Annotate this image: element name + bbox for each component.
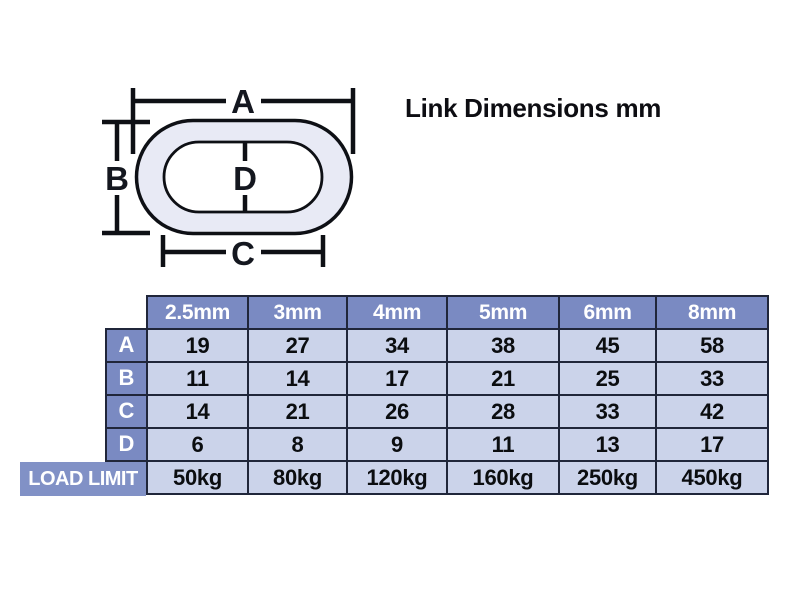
table-cell: 17 [657, 429, 767, 460]
table-cell: 19 [148, 330, 247, 361]
row-header-a: A [105, 328, 148, 363]
table-cell: 21 [249, 396, 346, 427]
table-cell: 11 [448, 429, 558, 460]
table-cell: 11 [148, 363, 247, 394]
dim-d-label: D [233, 160, 257, 197]
dim-a-label: A [231, 83, 255, 120]
table-cell: 45 [560, 330, 655, 361]
dim-b-label: B [105, 160, 129, 197]
row-header-d: D [105, 427, 148, 462]
chain-link-diagram: A B C D [102, 83, 356, 272]
table-cell: 34 [348, 330, 446, 361]
table-cell: 21 [448, 363, 558, 394]
table-cell: 26 [348, 396, 446, 427]
table-cell: 33 [657, 363, 767, 394]
table-cell: 38 [448, 330, 558, 361]
table-cell: 13 [560, 429, 655, 460]
table-cell: 160kg [448, 462, 558, 493]
column-header: 3mm [249, 297, 346, 328]
table-cell: 58 [657, 330, 767, 361]
table-cell: 14 [148, 396, 247, 427]
table-cell: 250kg [560, 462, 655, 493]
row-header-b: B [105, 361, 148, 396]
table-cell: 80kg [249, 462, 346, 493]
table-cell: 27 [249, 330, 346, 361]
table-cell: 450kg [657, 462, 767, 493]
table-cell: 14 [249, 363, 346, 394]
column-header: 2.5mm [148, 297, 247, 328]
table-cell: 25 [560, 363, 655, 394]
dim-c-label: C [231, 235, 255, 272]
table-cell: 42 [657, 396, 767, 427]
column-header: 8mm [657, 297, 767, 328]
table-cell: 9 [348, 429, 446, 460]
dimension-c: C [160, 235, 326, 272]
table-cell: 28 [448, 396, 558, 427]
dimension-b: B [102, 119, 150, 236]
page-title: Link Dimensions mm [405, 93, 662, 123]
row-header-load-limit: LOAD LIMIT [20, 462, 146, 496]
column-header: 5mm [448, 297, 558, 328]
column-header: 6mm [560, 297, 655, 328]
table-cell: 33 [560, 396, 655, 427]
link-inner-opening [162, 140, 324, 214]
row-header-c: C [105, 394, 148, 429]
dimensions-table: 2.5mm 3mm 4mm 5mm 6mm 8mm 19 27 34 38 45… [146, 295, 769, 495]
dimension-d: D [233, 143, 257, 211]
table-cell: 6 [148, 429, 247, 460]
table-cell: 120kg [348, 462, 446, 493]
table-cell: 8 [249, 429, 346, 460]
column-header: 4mm [348, 297, 446, 328]
table-cell: 17 [348, 363, 446, 394]
table-cell: 50kg [148, 462, 247, 493]
